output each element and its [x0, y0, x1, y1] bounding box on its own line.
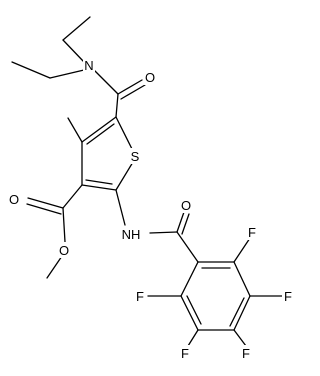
atom-label: S: [131, 149, 140, 164]
bond-carbonyl-carbon-ring: [176, 231, 199, 263]
atom-label: F: [248, 225, 256, 240]
bond-amide2-carbonyl-2: [181, 213, 190, 235]
atom-o-ester-carbonyl: O: [8, 191, 20, 207]
atom-label: NH: [122, 227, 141, 242]
atom-label: O: [145, 70, 155, 85]
atom-label: F: [136, 289, 144, 304]
atom-labels: N O S O O NH O: [8, 57, 294, 361]
bond-c4-methyl: [67, 117, 83, 143]
bond-ch2-ch3-upper: [62, 16, 91, 41]
atom-label: O: [9, 192, 19, 207]
atom-f-ortho-left: F: [134, 288, 146, 304]
bond-c-f4: [187, 329, 199, 347]
atom-label: F: [181, 346, 189, 361]
atom-label: O: [181, 198, 191, 213]
bond-nh-carbonyl-carbon: [149, 231, 178, 234]
bond-c5-s: [115, 116, 134, 152]
bond-ch2-ch3-lower: [11, 61, 51, 79]
atom-label: O: [59, 243, 69, 258]
atom-label: N: [84, 58, 93, 73]
bond-c-f1: [233, 237, 251, 263]
bond-ring-c5-c6: [180, 295, 199, 331]
bond-ring-c6-c1: [180, 261, 199, 297]
atom-label: F: [284, 289, 292, 304]
bond-amide-carbonyl-1: [117, 79, 143, 95]
atom-o-ester: O: [58, 242, 70, 258]
bond-c2-c3: [81, 184, 117, 191]
bond-c3-ester-carbon: [62, 184, 83, 209]
bond-c2-c3-double: [85, 179, 113, 185]
atom-nh-amide: NH: [118, 226, 144, 242]
atom-f-meta-left: F: [179, 345, 191, 361]
bond-n-amide-carbon: [93, 69, 119, 95]
atom-f-meta-right: F: [282, 288, 294, 304]
atom-f-para: F: [240, 345, 252, 361]
bond-c2-nh: [115, 189, 126, 226]
bond-amide-carbonyl-2: [120, 84, 146, 100]
bond-ester-carbonyl-1: [27, 197, 64, 209]
bond-amide2-carbonyl-1: [176, 211, 185, 233]
bond-c5-c4: [81, 116, 117, 143]
bond-s-c2: [115, 161, 134, 191]
atom-o-benzamide-carbonyl: O: [180, 197, 192, 213]
atom-label: F: [242, 346, 250, 361]
molecule-drawing: N O S O O NH O: [8, 16, 294, 361]
bond-ring-c2-c3: [233, 261, 251, 297]
bond-n-ch2-lower: [49, 69, 85, 79]
bond-amide-carbon-c5: [115, 93, 119, 118]
structure-diagram: N O S O O NH O: [8, 16, 294, 361]
bonds: [11, 16, 285, 347]
atom-s-thiophene: S: [129, 148, 141, 164]
atom-f-ortho-right: F: [246, 224, 258, 240]
bond-n-ch2-upper: [62, 39, 85, 63]
bond-c5-c4-double: [86, 123, 115, 145]
atom-n-diethylamide: N: [83, 57, 95, 73]
bond-ring-c3-c4-inner: [229, 297, 245, 327]
bond-o-methyl: [46, 255, 63, 279]
bond-ester-carbonyl-2: [26, 203, 62, 215]
bond-ring-c5-c6-inner: [186, 295, 202, 325]
atom-o-amide-carbonyl: O: [144, 69, 156, 85]
bond-c-f3: [233, 329, 247, 347]
bond-ring-c3-c4: [233, 295, 251, 331]
bond-ester-carbon-o: [62, 207, 66, 243]
